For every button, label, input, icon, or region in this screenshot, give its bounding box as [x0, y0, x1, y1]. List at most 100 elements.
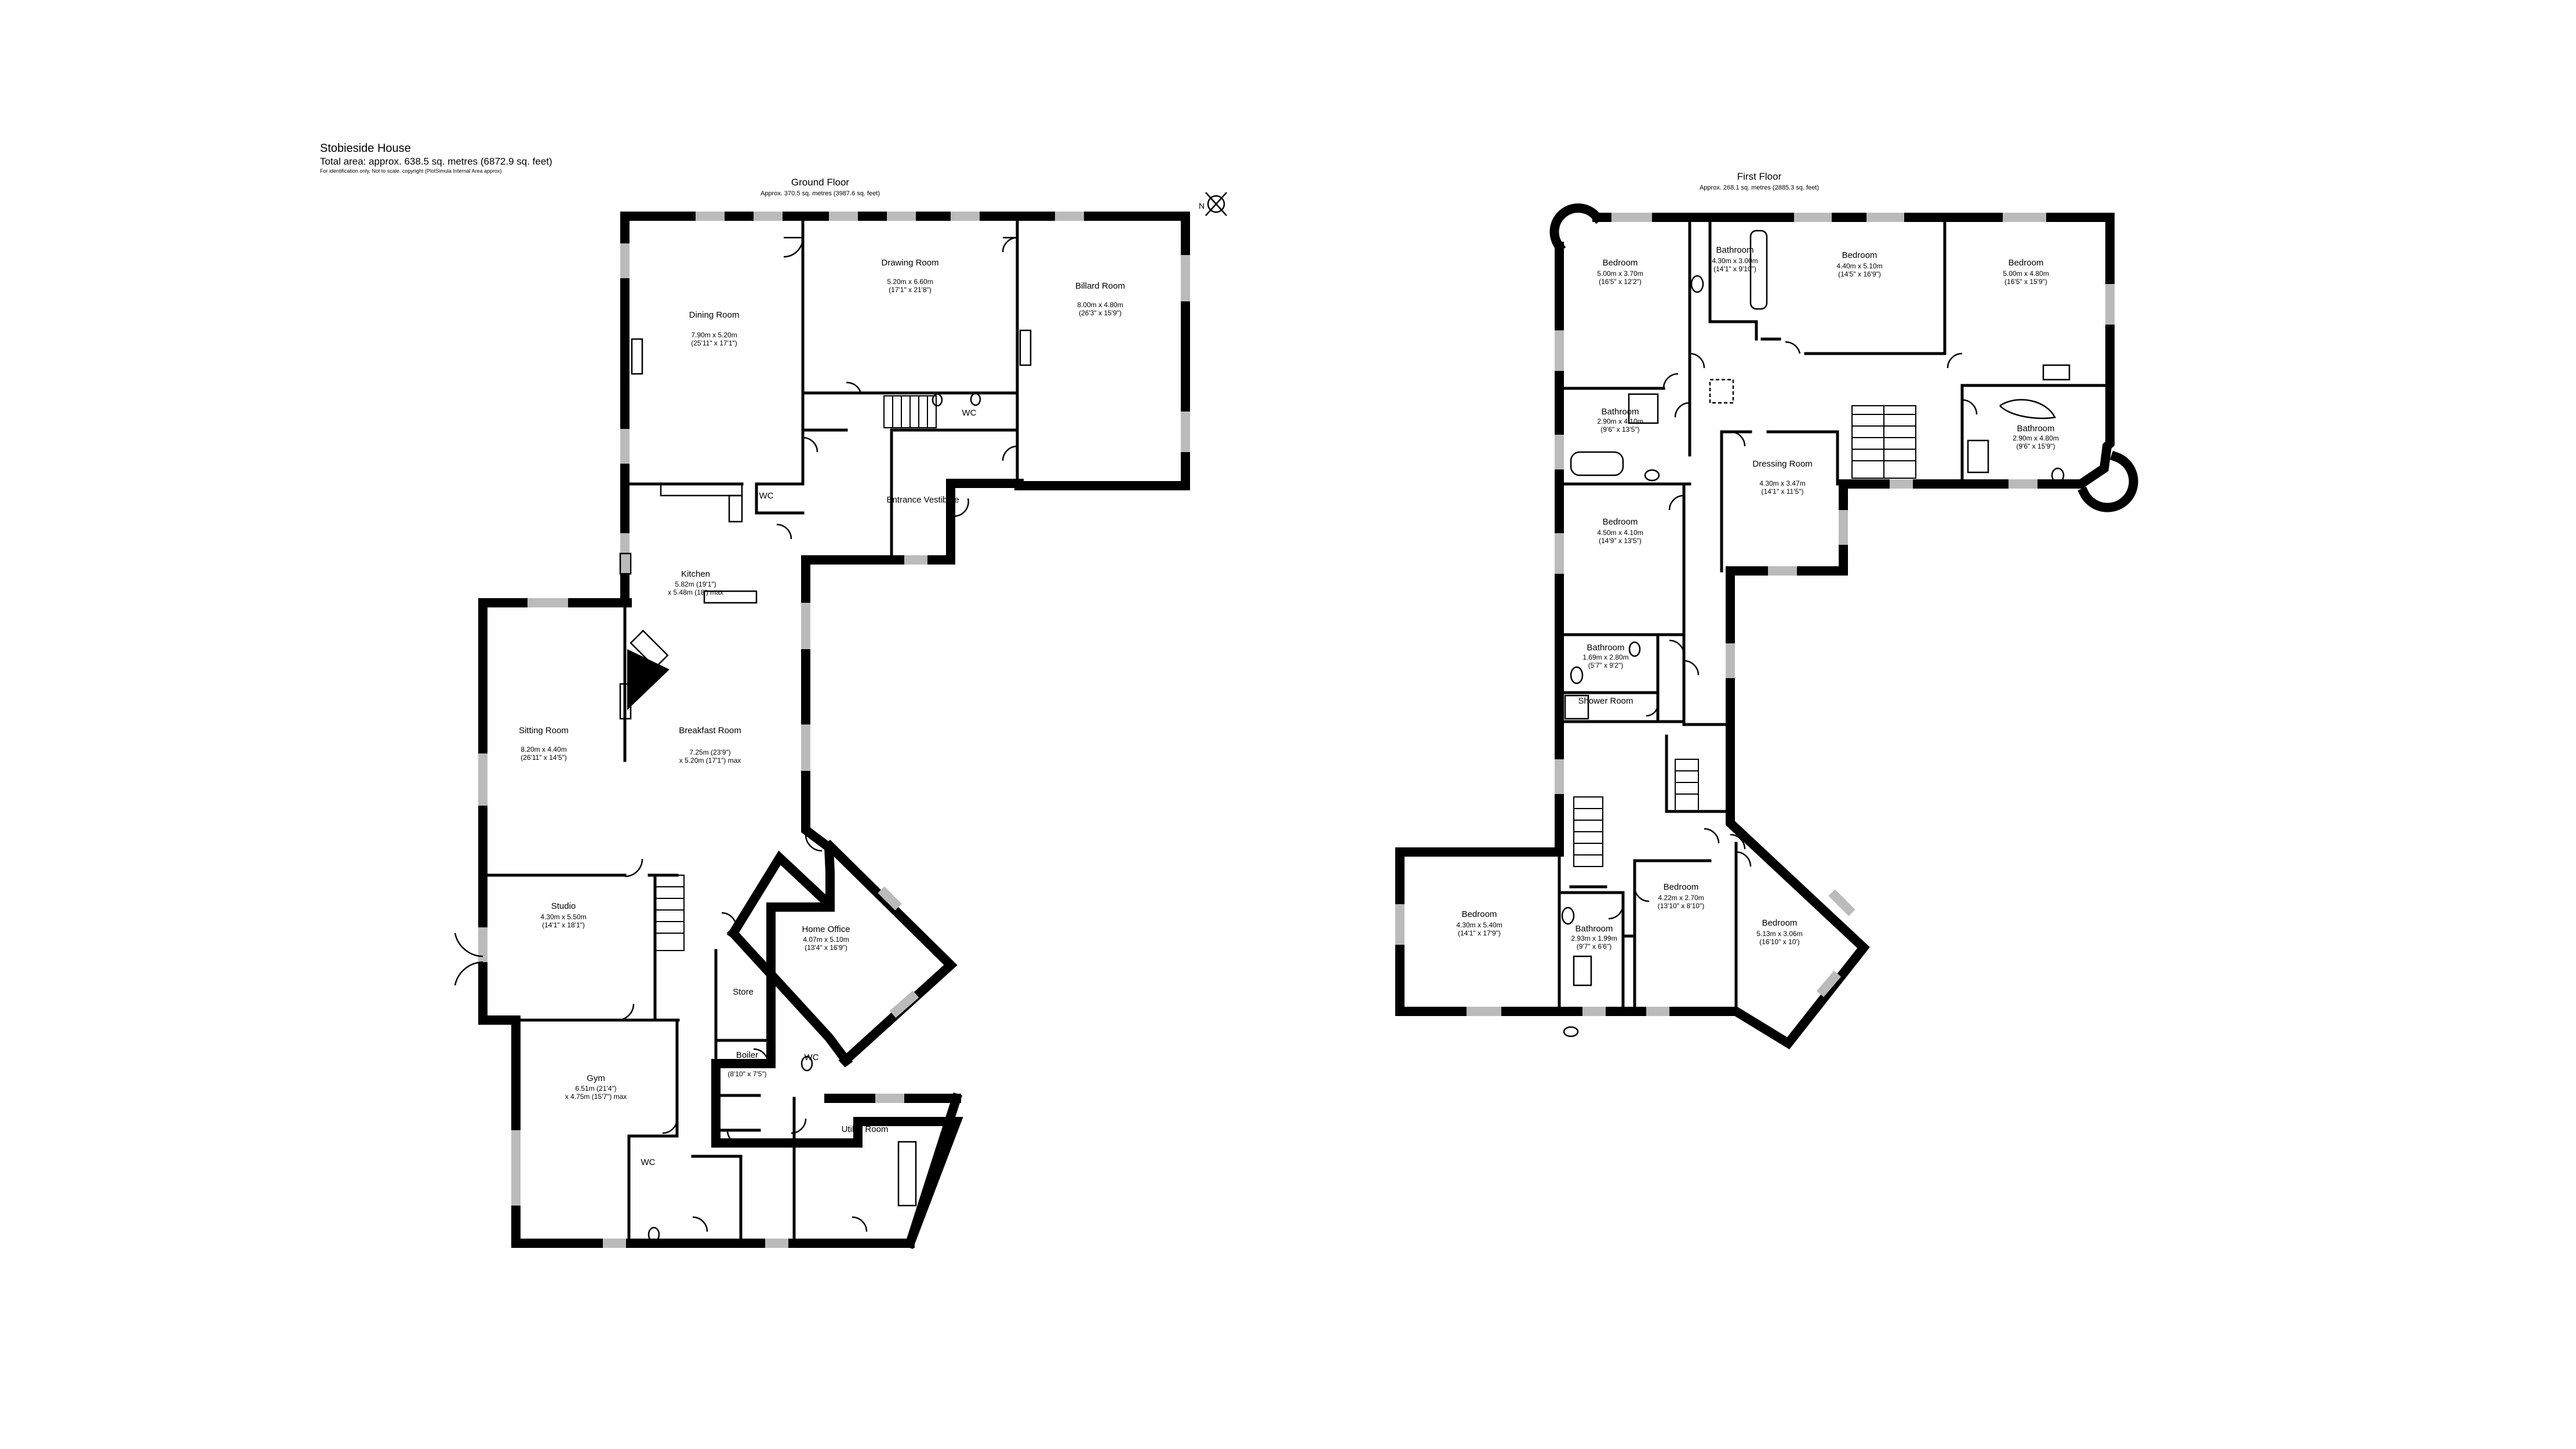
disclaimer: For identification only. Not to scale. c…	[320, 168, 501, 174]
plan-header: Stobieside House Total area: approx. 638…	[320, 142, 552, 174]
first-outer-wall	[1395, 213, 2115, 1050]
first-windows	[1395, 213, 2115, 1016]
total-area: Total area: approx. 638.5 sq. metres (68…	[320, 156, 552, 167]
bathroom-4-label: Bathroom	[1587, 643, 1624, 653]
bathroom-2-dims-imperial: (9'6" x 13'5")	[1600, 425, 1639, 434]
first-doors	[1608, 341, 1978, 920]
dining-room-label: Dining Room	[689, 310, 740, 320]
first-room-labels: Bedroom 5.00m x 3.70m (16'5" x 12'2") Ba…	[1456, 245, 2058, 951]
bathroom-1-dims-imperial: (14'1" x 9'10")	[1713, 265, 1756, 273]
billiard-room-label: Billard Room	[1075, 281, 1125, 291]
ground-utility-slant	[904, 1092, 963, 1250]
shower-room-label: Shower Room	[1578, 696, 1633, 706]
bathroom-4-dims-imperial: (5'7" x 9'2")	[1588, 661, 1623, 669]
breakfast-room-dims: 7.25m (23'9")	[689, 748, 730, 756]
ground-staircase	[654, 395, 937, 951]
studio-label: Studio	[551, 901, 576, 911]
bathroom-2-label: Bathroom	[1601, 407, 1639, 417]
ground-fixtures	[619, 329, 1032, 1243]
kitchen-label: Kitchen	[681, 569, 710, 579]
bedroom-1-label: Bedroom	[1603, 258, 1638, 268]
kitchen-dims-imperial: x 5.48m (18') max	[668, 588, 723, 596]
breakfast-room-dims-imperial: x 5.20m (17'1") max	[679, 756, 741, 764]
drawing-room-label: Drawing Room	[881, 258, 938, 268]
drawing-room-dims: 5.20m x 6.60m	[887, 278, 933, 286]
first-staircase	[1573, 405, 1916, 867]
first-fixtures	[1561, 230, 2071, 1037]
wc-label-1: WC	[962, 408, 977, 418]
bathroom-5-label: Bathroom	[1575, 924, 1613, 934]
gym-label: Gym	[587, 1073, 605, 1083]
home-office-label: Home Office	[802, 924, 850, 934]
kitchen-dims: 5.82m (19'1")	[675, 580, 716, 588]
bedroom-1-dims-imperial: (16'5" x 12'2")	[1599, 278, 1642, 286]
sitting-room-dims-imperial: (26'11" x 14'5")	[521, 753, 567, 762]
sitting-room-dims: 8.20m x 4.40m	[521, 745, 566, 753]
bathroom-3-dims: 2.90m x 4.80m	[2013, 434, 2058, 442]
bedroom-3-dims: 5.00m x 4.80m	[2003, 270, 2049, 278]
bathroom-5-dims: 2.93m x 1.99m	[1571, 934, 1617, 942]
dining-room-dims-imperial: (25'11" x 17'1")	[691, 339, 737, 347]
bathroom-5-dims-imperial: (9'7" x 6'6")	[1577, 942, 1611, 951]
boiler-dims: 2.68m x 2.26m	[724, 1062, 770, 1070]
bathroom-1-label: Bathroom	[1716, 245, 1753, 255]
bedroom-2-dims: 4.40m x 5.10m	[1836, 262, 1882, 270]
bathroom-3-dims-imperial: (9'6" x 15'9")	[2016, 442, 2055, 450]
bedroom-6-label: Bedroom	[1664, 882, 1699, 892]
property-title: Stobieside House	[320, 142, 411, 155]
bedroom-5-dims: 4.30m x 5.40m	[1456, 921, 1502, 929]
first-floor: First Floor Approx. 268.1 sq. metres (28…	[1395, 171, 2138, 1050]
bathroom-4-dims: 1.69m x 2.80m	[1582, 653, 1628, 661]
dressing-room-dims: 4.30m x 3.47m	[1759, 479, 1805, 487]
dressing-room-label: Dressing Room	[1752, 459, 1812, 469]
ground-floor-area: Approx. 370.5 sq. metres (3987.6 sq. fee…	[761, 190, 880, 197]
dressing-room-dims-imperial: (14'1" x 11'5")	[1762, 487, 1804, 496]
bedroom-7-dims-imperial: (16'10" x 10')	[1759, 938, 1800, 946]
store-label: Store	[733, 987, 754, 997]
turret-left	[1549, 203, 1604, 253]
billiard-room-dims-imperial: (26'3" x 15'9")	[1079, 309, 1122, 317]
bedroom-4-dims: 4.50m x 4.10m	[1597, 529, 1643, 537]
bedroom-5-dims-imperial: (14'1" x 17'9")	[1458, 929, 1501, 937]
entrance-vestibule-label: Entrance Vestibule	[886, 495, 959, 505]
boiler-label: Boiler	[736, 1050, 758, 1060]
home-office-dims: 4.07m x 5.10m	[803, 935, 849, 944]
home-office-dims-imperial: (13'4" x 16'9")	[805, 944, 847, 952]
bedroom-4-label: Bedroom	[1603, 517, 1638, 527]
bedroom-5-label: Bedroom	[1462, 909, 1497, 919]
wc-label-4: WC	[641, 1157, 656, 1167]
wc-label-2: WC	[759, 491, 774, 501]
turret-right	[2077, 450, 2138, 512]
boiler-dims-imperial: (8'10" x 7'5")	[727, 1070, 766, 1078]
drawing-room-dims-imperial: (17'1" x 21'8")	[889, 286, 932, 294]
bedroom-4-dims-imperial: (14'9" x 13'5")	[1599, 537, 1642, 545]
ground-floor: Ground Floor Approx. 370.5 sq. metres (3…	[454, 177, 1227, 1250]
bedroom-2-dims-imperial: (14'5" x 16'9")	[1838, 270, 1881, 278]
gym-dims-imperial: x 4.75m (15'7") max	[565, 1093, 627, 1101]
first-floor-label: First Floor	[1737, 171, 1782, 182]
bedroom-1-dims: 5.00m x 3.70m	[1597, 270, 1643, 278]
bedroom-3-label: Bedroom	[2009, 258, 2044, 268]
studio-dims: 4.30m x 5.50m	[540, 913, 586, 921]
wc-label-3: WC	[805, 1053, 819, 1062]
bathroom-1-dims: 4.30m x 3.00m	[1712, 257, 1758, 265]
gym-dims: 6.51m (21'4")	[575, 1084, 616, 1093]
fireplace-icon	[627, 649, 670, 710]
bedroom-7-dims: 5.13m x 3.06m	[1756, 930, 1802, 938]
ground-room-labels: Dining Room 7.90m x 5.20m (25'11" x 17'1…	[519, 258, 1125, 1167]
ground-doors	[454, 236, 1018, 1232]
bedroom-6-dims: 4.22m x 2.70m	[1658, 894, 1704, 902]
svg-text:N: N	[1199, 201, 1205, 210]
utility-room-label: Utility Room	[842, 1124, 889, 1134]
first-interior-walls	[1558, 216, 2112, 1013]
office-walls	[726, 839, 958, 1068]
bedroom-6-dims-imperial: (13'10" x 8'10")	[1658, 902, 1704, 910]
compass-icon: N	[1199, 192, 1227, 216]
sitting-room-label: Sitting Room	[519, 726, 569, 736]
bedroom-3-dims-imperial: (16'5" x 15'9")	[2004, 278, 2047, 286]
breakfast-room-label: Breakfast Room	[679, 726, 741, 736]
bedroom-7-label: Bedroom	[1762, 918, 1798, 928]
first-floor-area: Approx. 268.1 sq. metres (2885.3 sq. fee…	[1700, 184, 1819, 191]
ground-floor-label: Ground Floor	[791, 177, 849, 188]
